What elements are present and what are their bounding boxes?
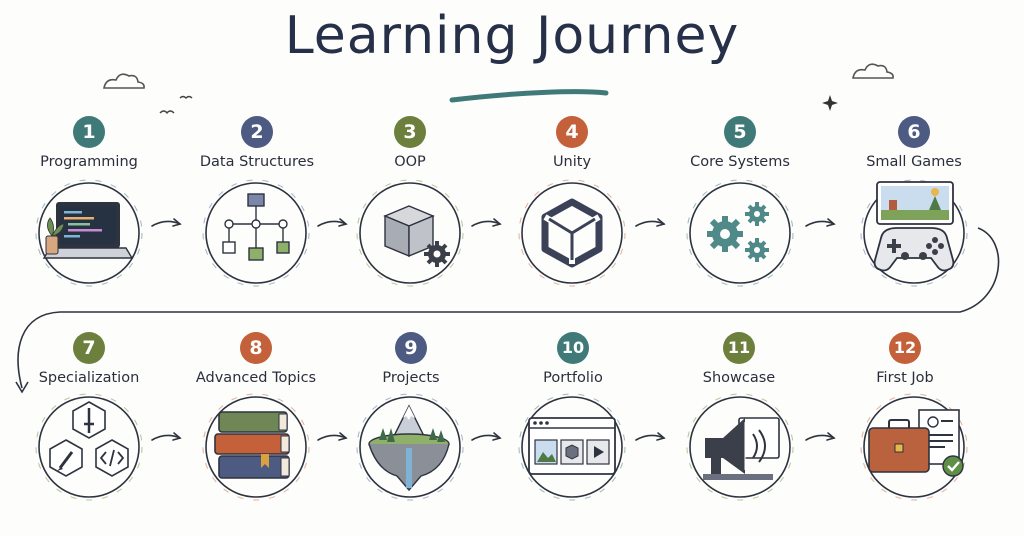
arrow-1-2: [151, 220, 181, 227]
step-label: Projects: [382, 370, 440, 386]
briefcase-resume-icon: [857, 390, 971, 504]
step-number-badge: 9: [395, 332, 427, 364]
arrow-11-12: [805, 434, 835, 441]
tree-diagram-icon: [199, 176, 313, 290]
step-number-badge: 12: [889, 332, 921, 364]
laptop-code-icon: [32, 176, 146, 290]
bird-icon: [159, 110, 175, 115]
step-data-structures: 2 Data Structures: [182, 116, 332, 170]
arrow-2-3: [317, 220, 347, 227]
title-underline: [449, 89, 609, 103]
step-label: Specialization: [38, 370, 140, 386]
step-label: Portfolio: [543, 370, 603, 386]
bird-icon: [179, 95, 193, 99]
step-advanced-topics: 8 Advanced Topics: [181, 332, 331, 386]
sparkle-icon: [822, 95, 838, 111]
step-number-badge: 7: [73, 332, 105, 364]
step-projects: 9 Projects: [336, 332, 486, 386]
browser-gallery-icon: [515, 390, 629, 504]
step-small-games: 6 Small Games: [839, 116, 989, 170]
step-number-badge: 1: [73, 116, 105, 148]
step-number-badge: 11: [723, 332, 755, 364]
arrow-9-10: [471, 434, 501, 441]
step-label: Core Systems: [690, 154, 790, 170]
step-label: OOP: [394, 154, 426, 170]
gamepad-icon: [857, 176, 971, 290]
step-unity: 4 Unity: [497, 116, 647, 170]
arrow-7-8: [151, 434, 181, 441]
step-number-badge: 6: [898, 116, 930, 148]
step-portfolio: 10 Portfolio: [498, 332, 648, 386]
page-title: Learning Journey: [284, 6, 740, 66]
cloud-icon: [852, 63, 894, 79]
arrow-5-6: [805, 220, 835, 227]
step-showcase: 11 Showcase: [664, 332, 814, 386]
step-number-badge: 4: [556, 116, 588, 148]
step-label: First Job: [876, 370, 934, 386]
step-number-badge: 8: [240, 332, 272, 364]
step-label: Showcase: [702, 370, 776, 386]
step-label: Small Games: [866, 154, 962, 170]
connector-arrowhead: [15, 381, 29, 394]
arrow-4-5: [635, 220, 665, 227]
step-label: Data Structures: [199, 154, 315, 170]
step-number-badge: 5: [724, 116, 756, 148]
gears-icon: [683, 176, 797, 290]
books-icon: [199, 390, 313, 504]
step-number-badge: 10: [557, 332, 589, 364]
arrow-10-11: [635, 434, 665, 441]
step-number-badge: 2: [241, 116, 273, 148]
cube-gear-icon: [353, 176, 467, 290]
step-oop: 3 OOP: [335, 116, 485, 170]
unity-logo-icon: [515, 176, 629, 290]
step-first-job: 12 First Job: [830, 332, 980, 386]
specialization-icons: [32, 390, 146, 504]
step-label: Unity: [552, 154, 592, 170]
arrow-8-9: [317, 434, 347, 441]
floating-island-icon: [353, 390, 467, 504]
cloud-icon: [103, 73, 145, 89]
megaphone-icon: [683, 390, 797, 504]
arrow-3-4: [471, 220, 501, 227]
step-core-systems: 5 Core Systems: [665, 116, 815, 170]
step-specialization: 7 Specialization: [14, 332, 164, 386]
step-label: Advanced Topics: [195, 370, 317, 386]
step-label: Programming: [40, 154, 138, 170]
step-number-badge: 3: [394, 116, 426, 148]
step-programming: 1 Programming: [14, 116, 164, 170]
row-connector-line: [17, 227, 1000, 389]
